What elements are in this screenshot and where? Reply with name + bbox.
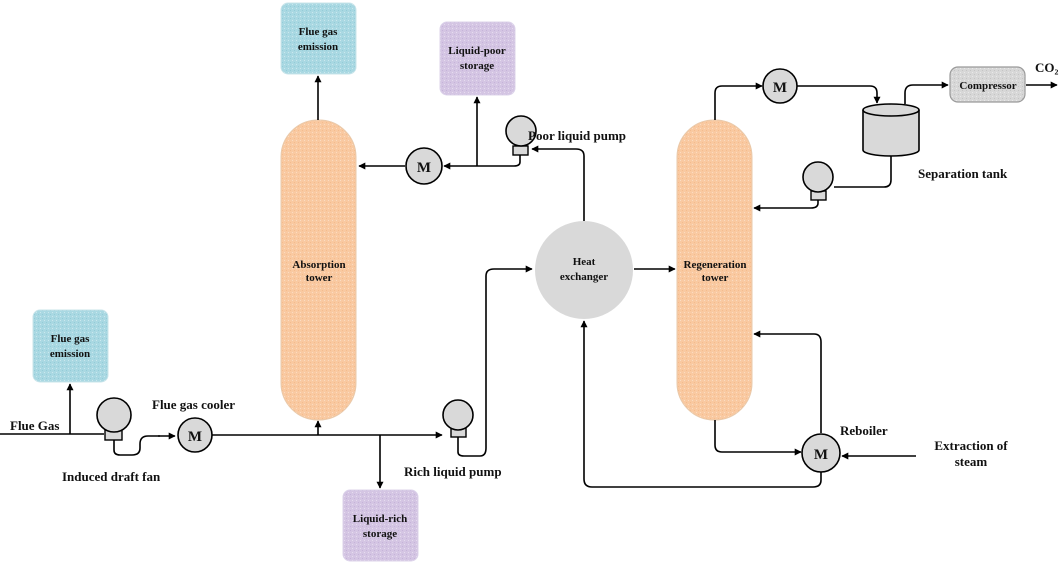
liquid-poor-storage-label-2: storage (460, 60, 494, 72)
svg-text:Flue gas: Flue gas (299, 26, 339, 38)
svg-text:Liquid-poor: Liquid-poor (448, 45, 506, 57)
induced-draft-fan (96, 397, 132, 441)
flue-gas-inlet-label: Flue Gas (10, 418, 59, 433)
heat-exchanger-label-1: Heat (573, 256, 596, 268)
flow-lines (0, 75, 1058, 489)
poor-liquid-pump (505, 115, 537, 156)
reboiler-label: Reboiler (840, 423, 888, 438)
separation-tank (862, 103, 920, 157)
motor-label: M (814, 447, 828, 463)
co2-label: CO₂ (1035, 60, 1059, 75)
svg-text:storage: storage (460, 60, 494, 72)
svg-text:emission: emission (298, 41, 338, 53)
svg-text:Regeneration: Regeneration (684, 259, 747, 271)
liquid-rich-storage: Liquid-rich storage (342, 489, 419, 562)
svg-text:storage: storage (363, 528, 397, 540)
motor-label: M (188, 429, 202, 445)
flue-gas-emission-left: Flue gas emission (32, 309, 109, 383)
liquid-poor-storage: Liquid-poor storage (439, 21, 516, 96)
reflux-pump (802, 161, 834, 201)
motor-label: M (773, 80, 787, 96)
extraction-of-steam-label-1: Extraction of (934, 438, 1008, 453)
svg-text:Absorption: Absorption (292, 259, 345, 271)
svg-text:emission: emission (50, 348, 90, 360)
flue-gas-emission-top-label-2: emission (298, 41, 338, 53)
liquid-poor-storage-label-1: Liquid-poor (448, 45, 506, 57)
separation-tank-label: Separation tank (918, 166, 1008, 181)
poor-liquid-motor: M (405, 147, 443, 185)
liquid-rich-storage-label-1: Liquid-rich (353, 513, 407, 525)
extraction-of-steam-label-2: steam (955, 454, 988, 469)
rich-liquid-pump (442, 399, 474, 438)
compressor: Compressor (949, 66, 1026, 103)
heat-exchanger-label-2: exchanger (560, 271, 608, 283)
svg-text:tower: tower (306, 272, 333, 284)
condenser-motor: M (762, 68, 798, 104)
motor-label: M (417, 160, 431, 176)
regeneration-tower-label-1: Regeneration (684, 259, 747, 271)
induced-draft-fan-label: Induced draft fan (62, 469, 161, 484)
flue-gas-cooler-motor: M (177, 417, 213, 453)
svg-text:tower: tower (702, 272, 729, 284)
svg-text:Liquid-rich: Liquid-rich (353, 513, 407, 525)
svg-text:Heat: Heat (573, 256, 596, 268)
flue-gas-emission-top-label-1: Flue gas (299, 26, 339, 38)
liquid-rich-storage-label-2: storage (363, 528, 397, 540)
reboiler-motor: M (801, 433, 841, 473)
flue-gas-cooler-label: Flue gas cooler (152, 397, 235, 412)
absorption-tower-label-2: tower (306, 272, 333, 284)
flue-gas-emission-top: Flue gas emission (280, 2, 357, 75)
flue-gas-emission-left-label-1: Flue gas (51, 333, 91, 345)
regeneration-tower-label-2: tower (702, 272, 729, 284)
compressor-label: Compressor (959, 80, 1016, 92)
svg-text:exchanger: exchanger (560, 271, 608, 283)
svg-text:Flue gas: Flue gas (51, 333, 91, 345)
poor-liquid-pump-label: Poor liquid pump (528, 128, 626, 143)
absorption-tower-label-1: Absorption (292, 259, 345, 271)
regeneration-tower: Regeneration tower (676, 119, 753, 421)
absorption-tower: Absorption tower (280, 119, 357, 421)
heat-exchanger: Heat exchanger (535, 221, 633, 319)
rich-liquid-pump-label: Rich liquid pump (404, 464, 502, 479)
flue-gas-emission-left-label-2: emission (50, 348, 90, 360)
